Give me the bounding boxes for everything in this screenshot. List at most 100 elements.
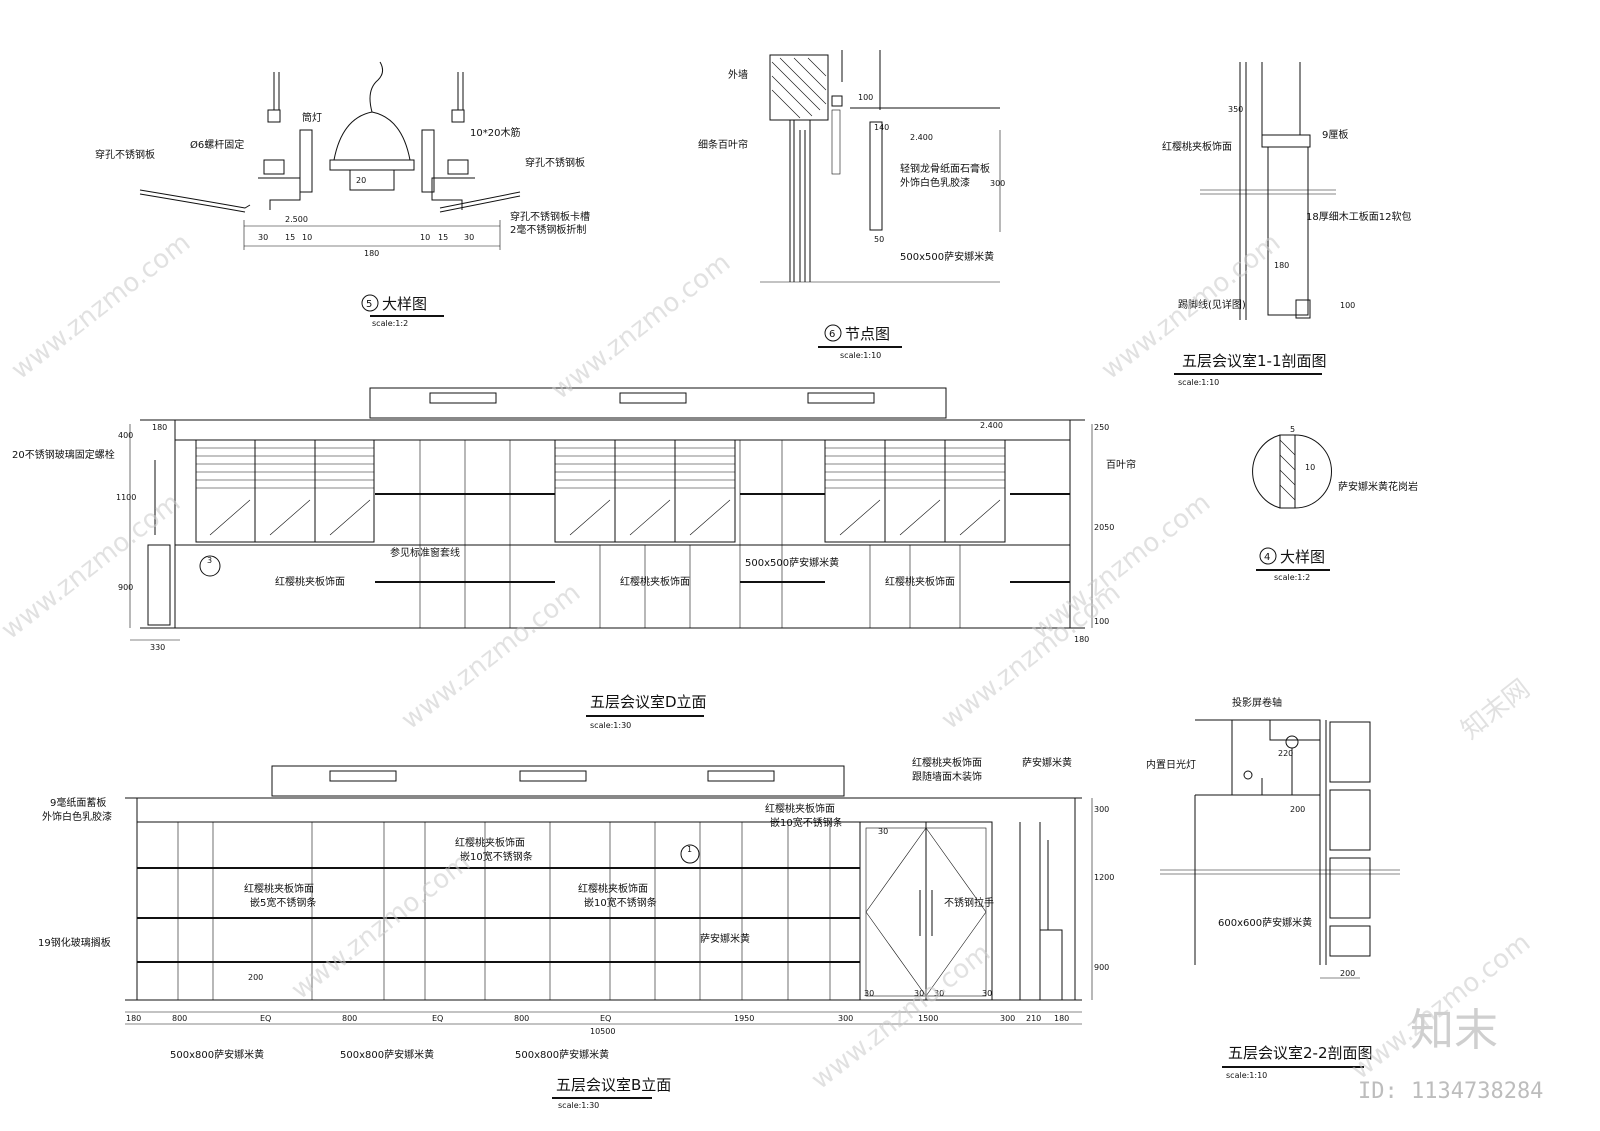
elevd-callout-num: 3 (207, 556, 212, 565)
elevd-label-blind: 百叶帘 (1106, 458, 1136, 471)
elevb-label-tile-3: 500x800萨安娜米黄 (515, 1048, 609, 1061)
d5-dim-5: 15 (438, 233, 448, 242)
d6-label-paint: 外饰白色乳胶漆 (900, 176, 970, 189)
s11-dim-0: 350 (1228, 105, 1243, 114)
d4-title-circle (1259, 547, 1277, 565)
s11-label-veneer: 红樱桃夹板饰面 (1162, 140, 1232, 153)
d5-title: 大样图 (382, 295, 427, 313)
elevd-dim-1: 180 (152, 423, 167, 432)
elevb-dim-12: 180 (1054, 1014, 1069, 1023)
elevb-dim-13: 10500 (590, 1027, 615, 1036)
d5-label-wood-strip: 10*20木筋 (470, 126, 520, 139)
elevb-dim-5: 800 (514, 1014, 529, 1023)
d6-label-gypsum: 轻钢龙骨纸面石膏板 (900, 162, 990, 175)
elevb-label-tile-2: 500x800萨安娜米黄 (340, 1048, 434, 1061)
elevb-dim-22: 30 (982, 989, 992, 998)
d5-scale: scale:1:2 (372, 319, 408, 328)
elevb-dim-2: EQ (260, 1014, 271, 1023)
elevb-label-veneer-3: 红樱桃夹板饰面 (578, 882, 648, 895)
elevb-label-strip-3: 嵌10宽不锈钢条 (584, 896, 657, 909)
wm-site-8: www.znzmo.com (286, 848, 476, 1006)
d5-label-clip: 穿孔不锈钢板卡槽 (510, 210, 590, 223)
wm-site-6: www.znzmo.com (396, 578, 586, 736)
brand-id: ID: 1134738284 (1358, 1079, 1543, 1104)
elevb-dim-14: 300 (1094, 805, 1109, 814)
elevd-dim-3: 900 (118, 583, 133, 592)
s22-dim-2: 200 (1340, 969, 1355, 978)
d5-label-fold: 2毫不锈钢板折制 (510, 223, 586, 236)
detail-4-drawing (1252, 434, 1332, 509)
elevb-dim-3: 800 (342, 1014, 357, 1023)
wm-site-2: www.znzmo.com (546, 248, 736, 406)
elevb-dim-8: 300 (838, 1014, 853, 1023)
elevation-d-drawing (129, 387, 1093, 641)
elevd-dim-5: 250 (1094, 423, 1109, 432)
elevd-callout-circle (199, 555, 221, 577)
elevd-label-veneer-1: 红樱桃夹板饰面 (275, 575, 345, 588)
elevb-dim-0: 180 (126, 1014, 141, 1023)
s22-title: 五层会议室2-2剖面图 (1228, 1044, 1373, 1062)
elevb-callout-num: 1 (687, 845, 692, 854)
elevation-b-drawing (125, 765, 1093, 1025)
elevb-dim-7: 1950 (734, 1014, 754, 1023)
d6-dim-2: 2.400 (910, 133, 933, 142)
s11-label-plywood: 9厘板 (1322, 128, 1348, 141)
d5-dim-8: 2.500 (285, 215, 308, 224)
d5-title-circle (361, 294, 379, 312)
wm-site-4: www.znzmo.com (0, 488, 186, 646)
elevb-dim-16: 900 (1094, 963, 1109, 972)
d5-dim-2: 10 (302, 233, 312, 242)
d6-title: 节点图 (845, 325, 890, 343)
elevd-label-veneer-3: 红樱桃夹板饰面 (885, 575, 955, 588)
elevb-dim-4: EQ (432, 1014, 443, 1023)
elevb-label-strip-1: 嵌5宽不锈钢条 (250, 896, 316, 909)
s11-scale: scale:1:10 (1178, 378, 1219, 387)
elevd-dim-7: 100 (1094, 617, 1109, 626)
d5-dim-9: 20 (356, 176, 366, 185)
elevb-label-veneer-4: 红樱桃夹板饰面 (765, 802, 835, 815)
d5-label-perforated-left: 穿孔不锈钢板 (95, 148, 155, 161)
d6-dim-3: 300 (990, 179, 1005, 188)
elevb-label-strip-4: 嵌10宽不锈钢条 (770, 816, 843, 829)
elevb-dim-20: 30 (914, 989, 924, 998)
d5-dim-4: 10 (420, 233, 430, 242)
elevb-dim-10: 300 (1000, 1014, 1015, 1023)
s22-label-stone: 600x600萨安娜米黄 (1218, 916, 1312, 929)
d4-title: 大样图 (1280, 548, 1325, 566)
d5-dim-7: 180 (364, 249, 379, 258)
elevd-dim-4: 330 (150, 643, 165, 652)
d5-dim-0: 30 (258, 233, 268, 242)
d5-dim-6: 30 (464, 233, 474, 242)
elevd-dim-0: 400 (118, 431, 133, 440)
d4-dim-1: 10 (1305, 463, 1315, 472)
elevd-label-veneer-2: 红樱桃夹板饰面 (620, 575, 690, 588)
d5-dim-1: 15 (285, 233, 295, 242)
s22-scale: scale:1:10 (1226, 1071, 1267, 1080)
wm-site-1: www.znzmo.com (6, 228, 196, 386)
section-1-1-drawing (1200, 62, 1336, 320)
elevd-title: 五层会议室D立面 (590, 693, 707, 711)
d6-label-stone: 500x500萨安娜米黄 (900, 250, 994, 263)
elevd-dim-2: 1100 (116, 493, 136, 502)
s11-dim-2: 100 (1340, 301, 1355, 310)
s22-label-lamp: 内置日光灯 (1146, 758, 1196, 771)
wm-site-7: www.znzmo.com (936, 578, 1126, 736)
elevb-label-glass-shelf: 19钢化玻璃搁板 (38, 936, 111, 949)
d6-title-circle (824, 324, 842, 342)
elevb-label-tile-1: 500x800萨安娜米黄 (170, 1048, 264, 1061)
elevb-label-stone-2: 萨安娜米黄 (1022, 756, 1072, 769)
detail-5-drawing (139, 61, 521, 250)
elevb-label-veneer-2: 红樱桃夹板饰面 (455, 836, 525, 849)
elevb-callout-circle (680, 844, 700, 864)
elevb-dim-9: 1500 (918, 1014, 938, 1023)
elevb-dim-15: 1200 (1094, 873, 1114, 882)
elevb-label-follow: 跟随墙面木装饰 (912, 770, 982, 783)
wm-cn-1: 知末网 (1456, 674, 1536, 746)
elevb-label-board: 9毫纸面蓄板 (50, 796, 106, 809)
s22-dim-0: 220 (1278, 749, 1293, 758)
d6-label-outer-wall: 外墙 (728, 68, 748, 81)
elevb-dim-17: 200 (248, 973, 263, 982)
elevd-dim-6: 2050 (1094, 523, 1114, 532)
elevd-dim-8: 180 (1074, 635, 1089, 644)
